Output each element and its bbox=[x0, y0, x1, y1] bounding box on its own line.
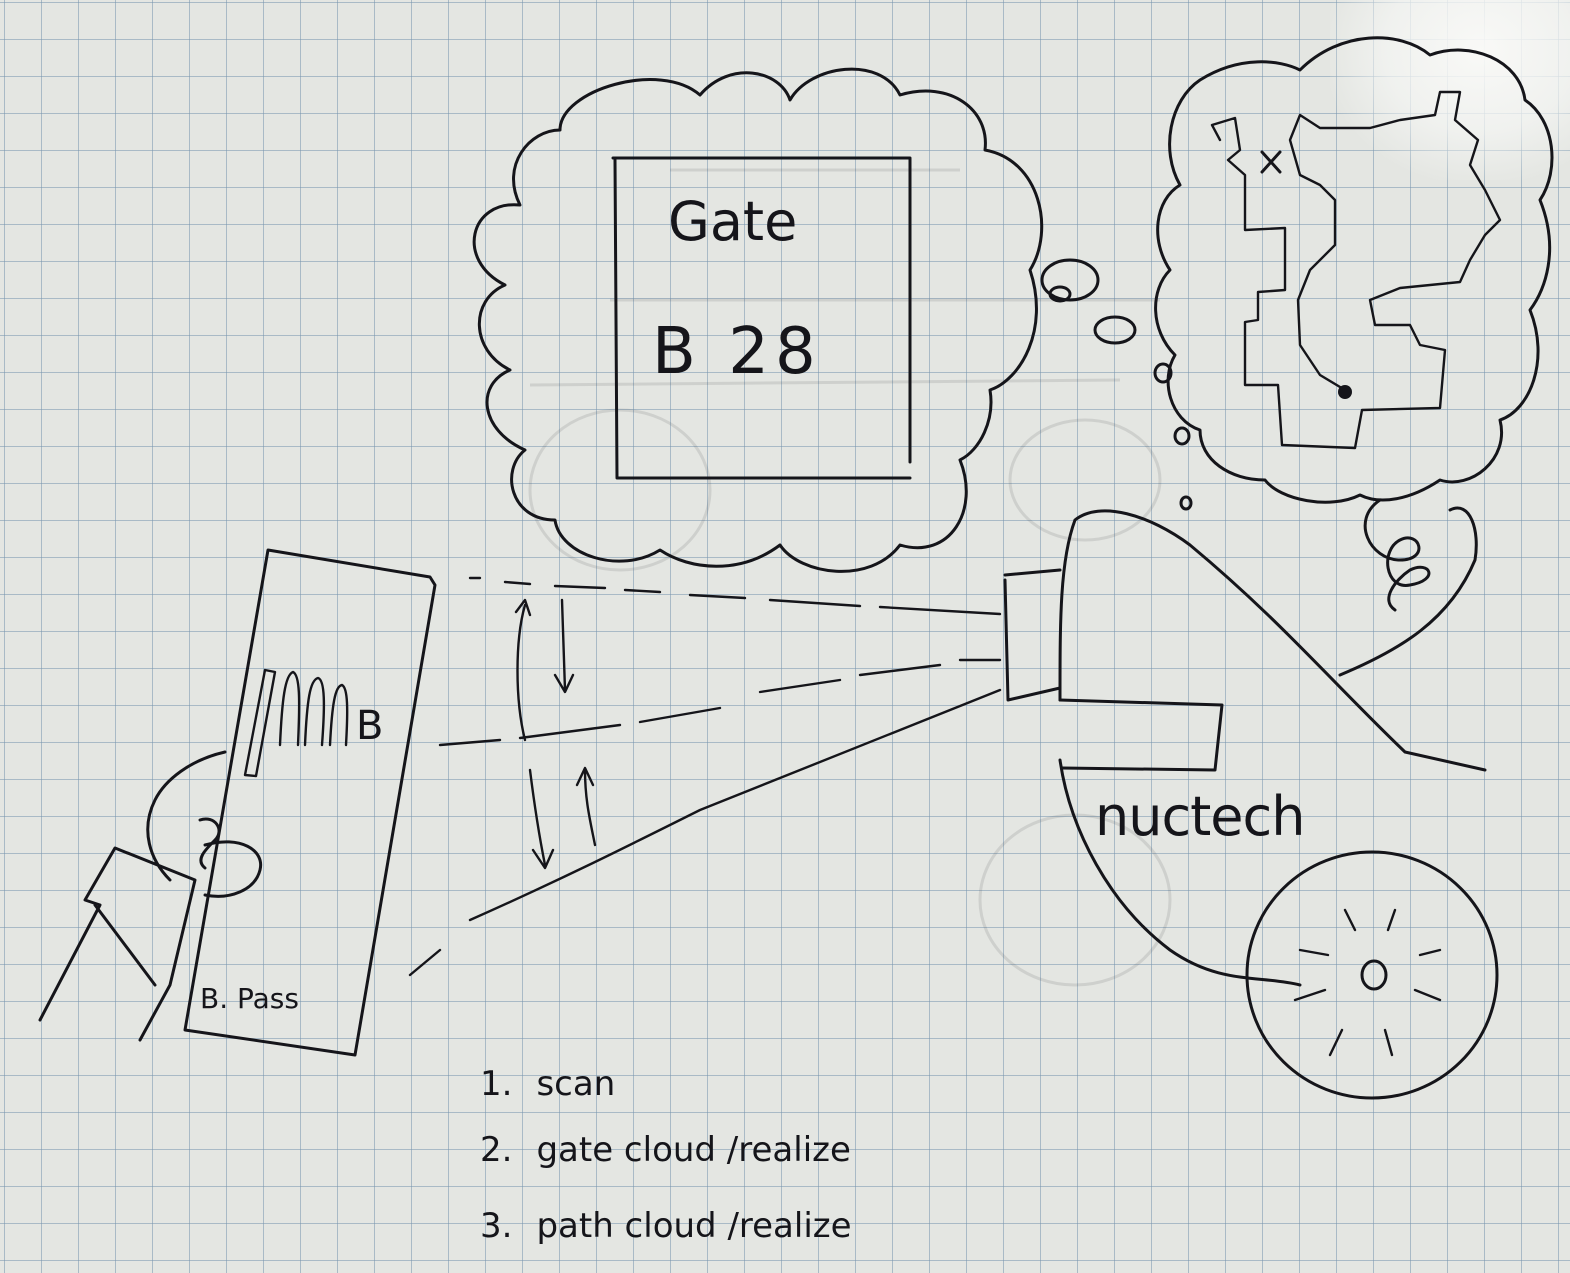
thought-bubble bbox=[1179, 495, 1193, 511]
speaker-light-rays bbox=[1293, 908, 1442, 1057]
cloud-tail-scribble bbox=[1338, 498, 1478, 677]
kiosk-scanner-slot bbox=[1003, 568, 1062, 702]
boarding-pass-code: B bbox=[356, 703, 384, 749]
thought-bubble bbox=[1040, 258, 1100, 302]
step-text: path cloud /realize bbox=[536, 1206, 852, 1246]
step-number: 2. bbox=[480, 1130, 513, 1170]
kiosk-outline bbox=[1058, 509, 1487, 987]
step-item: 2. gate cloud /realize bbox=[480, 1130, 851, 1170]
step-item: 1. scan bbox=[480, 1064, 615, 1104]
step-text: gate cloud /realize bbox=[536, 1130, 851, 1170]
gate-thought-cloud bbox=[472, 67, 1044, 573]
kiosk-brand: nuctech bbox=[1095, 785, 1305, 848]
step-number: 1. bbox=[480, 1064, 513, 1104]
step-number: 3. bbox=[480, 1206, 513, 1246]
current-location-dot-icon bbox=[1338, 385, 1352, 399]
gate-code: B 28 bbox=[652, 315, 822, 389]
gate-label: Gate bbox=[668, 190, 798, 253]
paper-glare bbox=[1330, 0, 1570, 180]
thought-bubble bbox=[1173, 426, 1191, 446]
step-item: 3. path cloud /realize bbox=[480, 1206, 852, 1246]
scan-direction-arrows bbox=[514, 598, 597, 870]
boarding-pass-label: B. Pass bbox=[200, 982, 299, 1015]
hand-sketch bbox=[38, 750, 263, 1042]
speaker-circle bbox=[1245, 850, 1499, 1100]
bleed-through-marks bbox=[528, 168, 1172, 987]
gate-sign-frame bbox=[611, 156, 912, 480]
thought-bubble bbox=[1153, 362, 1173, 384]
boarding-pass-outline bbox=[183, 548, 437, 1057]
thought-bubble bbox=[1093, 315, 1137, 345]
step-text: scan bbox=[536, 1064, 616, 1104]
destination-x-icon bbox=[1260, 150, 1282, 174]
scan-beam-lines bbox=[408, 576, 1002, 977]
kiosk-screen bbox=[1058, 698, 1224, 772]
speaker-light-icon bbox=[1360, 959, 1388, 991]
barcode-icon bbox=[243, 668, 349, 778]
thought-bubble bbox=[1048, 285, 1072, 303]
maze-path bbox=[1210, 90, 1502, 450]
path-thought-cloud bbox=[1154, 36, 1554, 504]
